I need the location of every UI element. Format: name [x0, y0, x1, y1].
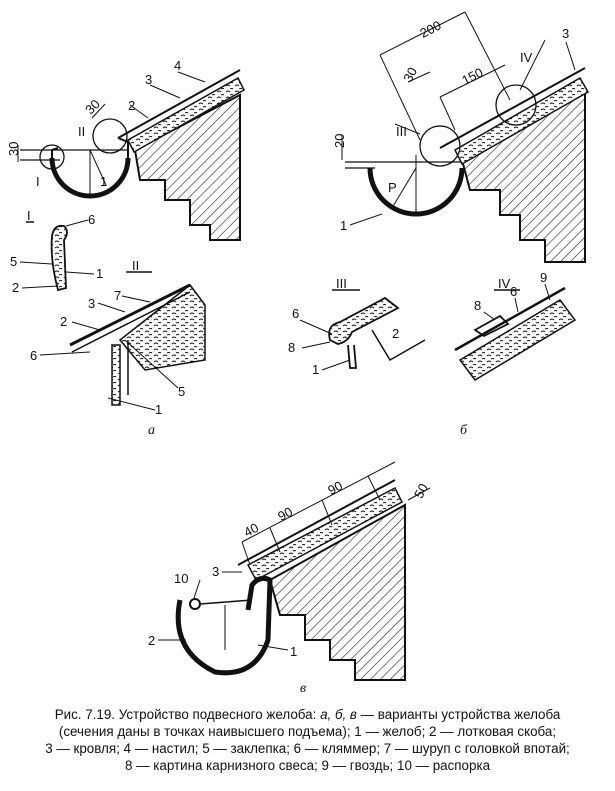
callout-III-6: 6 — [292, 306, 299, 321]
callout-II-6: 6 — [30, 348, 37, 363]
dim-150: 150 — [459, 65, 485, 88]
section-IV-b: IV 8 6 9 — [454, 270, 577, 381]
section-II-title: II — [132, 258, 139, 273]
callout-II-5: 5 — [178, 384, 185, 399]
section-II-a: II 3 7 2 6 5 1 — [30, 258, 206, 417]
callout-III-8: 8 — [288, 340, 295, 355]
figure-caption: Рис. 7.19. Устройство подвесного желоба:… — [6, 706, 609, 774]
label-detail-III: III — [396, 124, 407, 139]
callout-a-4: 4 — [174, 58, 181, 73]
callout-a-1: 1 — [100, 174, 107, 189]
callout-II-1: 1 — [155, 402, 162, 417]
detail-circle-III — [419, 125, 461, 167]
callout-v-10: 10 — [174, 571, 188, 586]
figure-v: 40 90 90 50 10 3 2 1 в — [148, 461, 431, 696]
callout-v-2: 2 — [148, 633, 155, 648]
callout-III-1: 1 — [312, 362, 319, 377]
sheathing-v — [246, 486, 403, 582]
callout-IV-9: 9 — [540, 270, 547, 285]
sheathing-a — [127, 76, 245, 154]
callout-I-2: 2 — [12, 280, 19, 295]
detail-circle-IV — [495, 84, 537, 126]
callout-IV-8: 8 — [474, 298, 481, 313]
callout-v-1: 1 — [290, 644, 297, 659]
callout-II-7: 7 — [114, 288, 121, 303]
section-I-title: I — [27, 208, 31, 223]
dim-90-a: 90 — [275, 504, 295, 524]
label-detail-II: II — [78, 124, 85, 139]
dim-20: 20 — [332, 134, 347, 148]
wall-a — [133, 93, 241, 241]
wall-v — [268, 503, 406, 681]
callout-b-3: 3 — [562, 26, 569, 41]
callout-v-3: 3 — [212, 564, 219, 579]
label-detail-I: I — [36, 174, 40, 189]
callout-I-6: 6 — [88, 212, 95, 227]
callout-II-3: 3 — [88, 296, 95, 311]
figure-a: 30 30 II I 1 2 3 4 I 6 5 1 2 II — [6, 58, 245, 438]
wall-b — [460, 88, 586, 263]
caption-line-1: Рис. 7.19. Устройство подвесного желоба:… — [54, 707, 561, 722]
gutter-v — [175, 575, 273, 676]
section-I-a: I 6 5 1 2 — [10, 208, 103, 295]
callout-IV-6: 6 — [510, 284, 517, 299]
callout-I-1: 1 — [96, 266, 103, 281]
caption-line-4: 8 — картина карнизного свеса; 9 — гвоздь… — [124, 758, 491, 773]
caption-line-3: 3 — кровля; 4 — настил; 5 — заклепка; 6 … — [45, 741, 570, 756]
dim-200: 200 — [417, 18, 443, 41]
detail-circle-II — [92, 118, 128, 154]
detail-circle-I — [39, 144, 65, 170]
panel-label-a: а — [148, 423, 155, 438]
dim-30-top: 30 — [82, 96, 103, 117]
dim-30-left: 30 — [6, 142, 21, 156]
callout-a-3: 3 — [145, 72, 152, 87]
label-detail-IV: IV — [520, 50, 533, 65]
caption-line-2: (сечения даны в точках наивысшего подъем… — [58, 724, 557, 739]
callout-III-2: 2 — [392, 326, 399, 341]
dim-50: 50 — [411, 481, 431, 501]
dim-90-b: 90 — [325, 478, 345, 498]
dim-40: 40 — [241, 520, 261, 540]
panel-label-v: в — [300, 681, 306, 696]
label-P: P — [388, 180, 397, 195]
callout-b-1: 1 — [340, 218, 347, 233]
figure-b: 200 30 150 20 III IV P 3 1 III 6 8 1 2 I… — [288, 11, 590, 438]
panel-label-b: б — [460, 423, 468, 438]
section-IV-title: IV — [498, 276, 511, 291]
callout-II-2: 2 — [60, 314, 67, 329]
dim-30-b: 30 — [400, 65, 420, 85]
figure-drawing: 30 30 II I 1 2 3 4 I 6 5 1 2 II — [6, 11, 590, 696]
sheathing-b — [454, 76, 590, 166]
callout-a-2: 2 — [128, 98, 135, 113]
section-III-b: III 6 8 1 2 — [288, 276, 426, 377]
callout-I-5: 5 — [10, 254, 17, 269]
section-III-title: III — [336, 276, 347, 291]
